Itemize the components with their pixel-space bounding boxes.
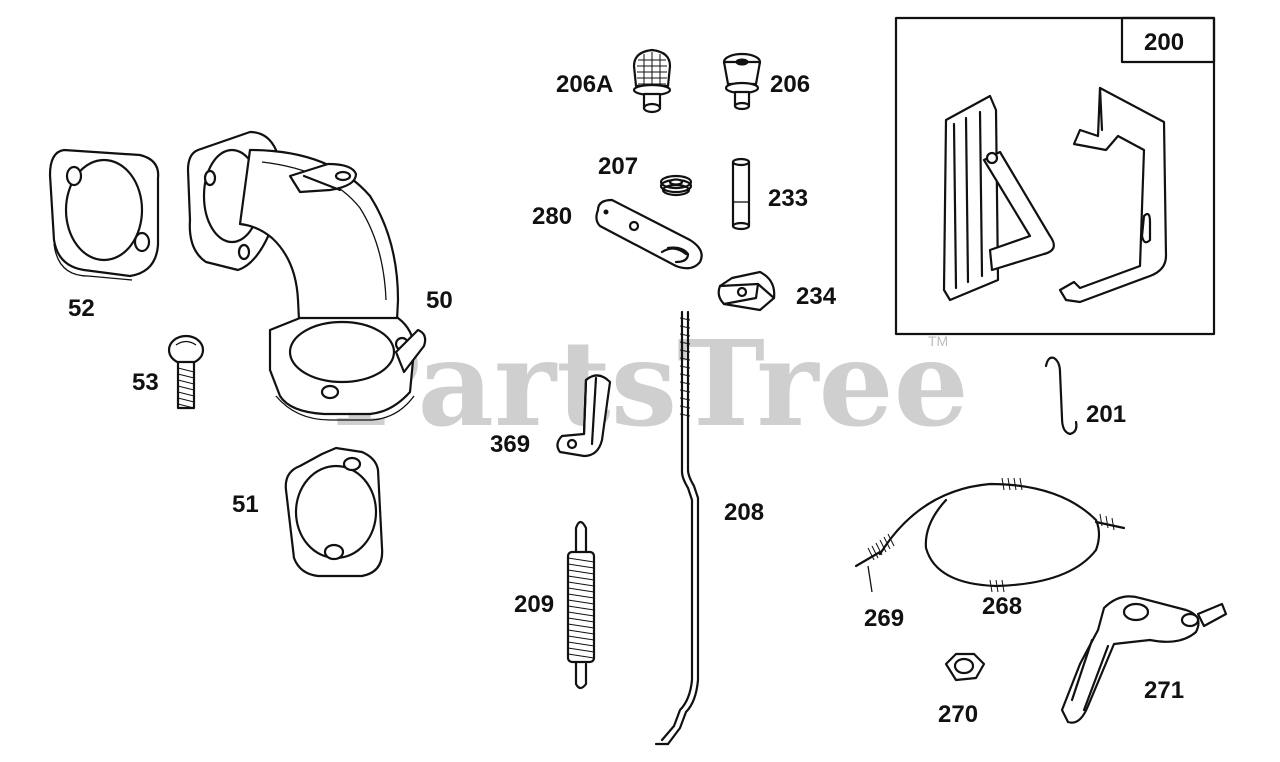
label-268: 268 [982,593,1022,620]
part-50-intake-elbow[interactable] [186,130,427,421]
label-269: 269 [864,605,904,632]
label-50: 50 [426,287,453,314]
label-234: 234 [796,283,837,310]
label-208: 208 [724,499,764,526]
label-280: 280 [532,203,572,230]
label-51: 51 [232,491,259,518]
watermark-text: PartsTree [332,314,969,453]
part-51-gasket[interactable] [284,446,384,578]
label-270: 270 [938,701,978,728]
part-labels: 52 53 50 51 206A 206 207 233 280 234 369… [68,29,1184,728]
part-209-spring[interactable] [566,520,596,690]
part-268-cable[interactable] [878,477,1126,593]
part-52-gasket[interactable] [48,148,160,281]
label-207: 207 [598,153,638,180]
watermark: PartsTree TM [332,314,969,453]
watermark-trademark: TM [928,333,948,349]
part-208-link-rod[interactable] [654,310,700,746]
part-207-spring-washer[interactable] [659,174,693,197]
label-53: 53 [132,369,159,396]
part-270-nut[interactable] [944,652,986,682]
label-271: 271 [1144,677,1184,704]
part-53-screw[interactable] [167,334,205,410]
part-234-clip[interactable] [717,270,776,312]
label-206a: 206A [556,71,613,98]
part-206-knob[interactable] [722,52,762,111]
label-233: 233 [768,185,808,212]
part-271-lever[interactable] [1060,595,1228,724]
part-269-wire-end[interactable] [854,533,895,593]
part-233-spacer[interactable] [731,157,751,231]
part-200-bracket-assembly[interactable] [894,16,1216,336]
part-201-spring-hook[interactable] [1044,356,1078,436]
label-206: 206 [770,71,810,98]
label-201: 201 [1086,401,1126,428]
label-209: 209 [514,591,554,618]
part-280-lever[interactable] [595,198,703,270]
part-206a-knob[interactable] [632,48,672,114]
label-369: 369 [490,431,530,458]
label-52: 52 [68,295,95,322]
label-200: 200 [1144,29,1184,56]
part-369-bracket[interactable] [556,374,612,458]
